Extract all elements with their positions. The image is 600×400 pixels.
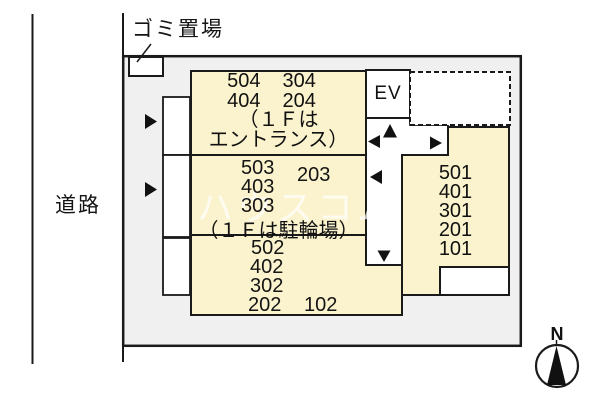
arrow-left-2-icon <box>370 170 382 184</box>
entrance-note-line1: （１Ｆは <box>238 109 319 131</box>
unit-404: 404 <box>227 89 261 112</box>
unit-501: 501 <box>438 162 473 184</box>
garbage-leader-line <box>136 43 152 63</box>
garbage-area-label: ゴミ置場 <box>132 18 224 41</box>
unit-101: 101 <box>438 238 473 260</box>
balcony-west-3 <box>162 237 191 296</box>
balcony-right <box>439 266 510 296</box>
bicycle-parking-note: （１Ｆは駐輪場） <box>198 220 359 242</box>
elevator-label: EV <box>374 83 402 104</box>
block-right-units: 501 401 301 201 101 <box>402 162 509 260</box>
arrow-right-icon <box>430 136 442 150</box>
compass-needle-icon <box>547 346 566 385</box>
unit-201: 201 <box>438 219 473 241</box>
entry-arrow-west-2-icon <box>145 182 157 197</box>
unit-303: 303 <box>241 195 275 217</box>
unit-502: 502 <box>251 237 285 259</box>
building-block-middle <box>190 154 367 236</box>
unit-301: 301 <box>438 200 473 222</box>
balcony-west-2 <box>162 154 191 238</box>
unit-504: 504 <box>227 70 261 92</box>
unit-row: 504 304 <box>184 70 359 92</box>
unit-304: 304 <box>282 70 316 92</box>
entry-arrow-west-1-icon <box>145 114 157 129</box>
unit-102: 102 <box>304 294 338 316</box>
arrow-left-1-icon <box>368 135 380 148</box>
block-top-units: 504 304 404 204 （１Ｆは エントランス） <box>191 71 366 151</box>
balcony-west-1 <box>162 96 191 156</box>
unit-403: 403 <box>241 176 275 198</box>
unit-204: 204 <box>282 89 316 112</box>
unit-203: 203 <box>297 164 331 186</box>
unit-402: 402 <box>250 256 284 278</box>
building-block-right <box>401 126 510 296</box>
dashed-area <box>409 71 511 126</box>
unit-302: 302 <box>250 275 284 297</box>
unit-row: 404 204 <box>184 89 359 112</box>
garbage-box <box>128 56 164 77</box>
elevator-box <box>365 69 411 119</box>
unit-202: 202 <box>248 294 282 316</box>
watermark: ハウスコム <box>197 187 398 228</box>
north-label: N <box>550 324 564 344</box>
unit-401: 401 <box>438 181 473 203</box>
arrow-down-icon <box>377 250 391 262</box>
unit-503: 503 <box>241 157 275 179</box>
arrow-up-icon <box>383 124 397 138</box>
entrance-note-line2: エントランス） <box>208 128 349 151</box>
road-label: 道路 <box>55 194 101 217</box>
